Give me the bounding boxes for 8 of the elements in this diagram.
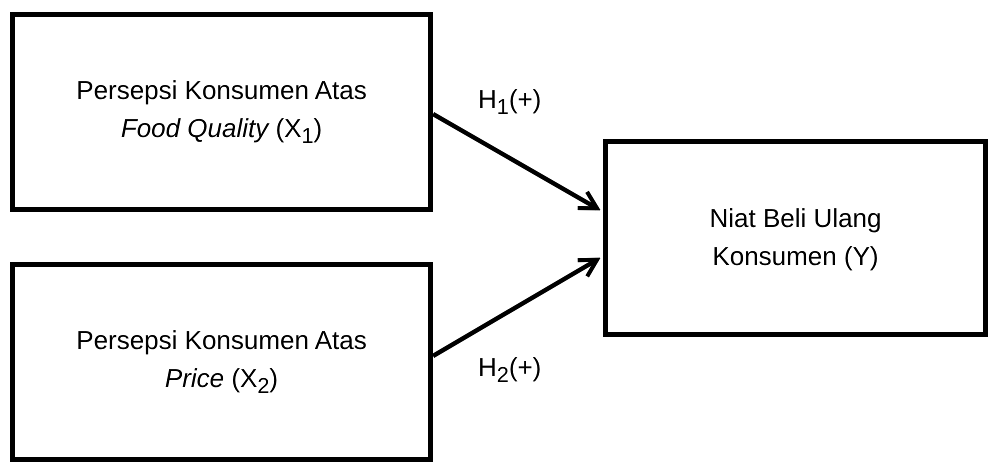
arrow	[432, 112, 600, 210]
arrow	[432, 258, 600, 358]
variable-label: Persepsi Konsumen Atas Price (X$_{2}$)	[75, 324, 368, 400]
variable-box	[10, 262, 433, 462]
variable-label: Persepsi Konsumen Atas Food Quality (X$_{1}$)	[75, 74, 368, 150]
variable-box	[603, 139, 988, 337]
variable-box	[10, 12, 433, 212]
variable-label: Niat Beli Ulang Konsumen (Y)	[708, 202, 882, 273]
